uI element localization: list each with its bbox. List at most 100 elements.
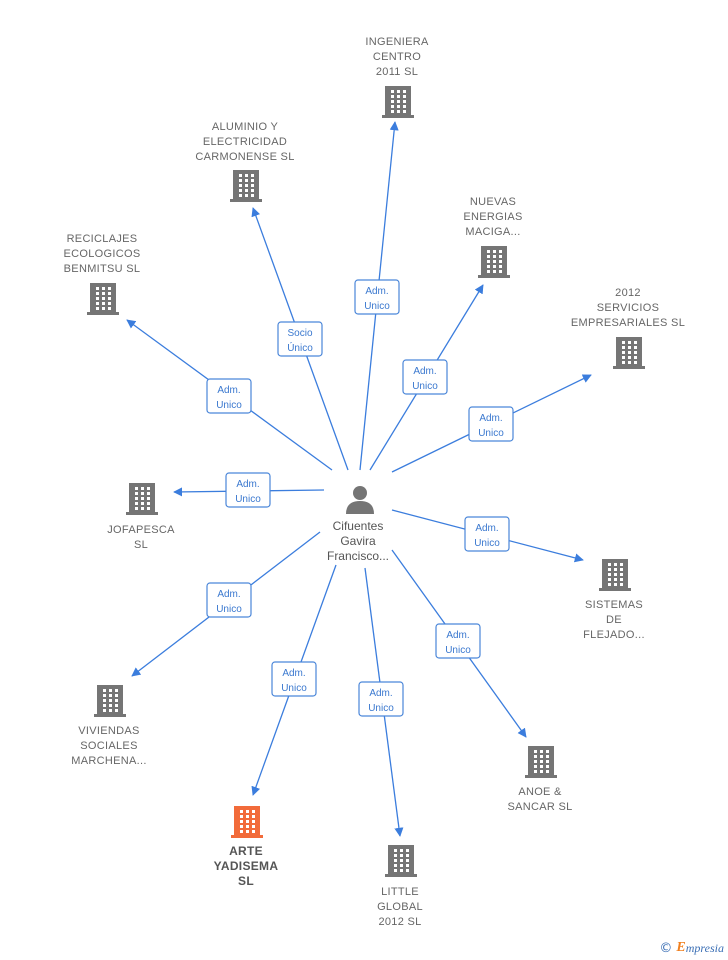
- building-icon[interactable]: [230, 170, 262, 202]
- company-label-little: LITTLE GLOBAL 2012 SL: [377, 886, 423, 928]
- relation-text: Adm. Unico: [364, 286, 390, 312]
- company-label-servicios2012-line: EMPRESARIALES SL: [571, 317, 685, 329]
- relation-label-servicios2012[interactable]: Adm. Unico: [468, 406, 514, 442]
- relation-text-line: Unico: [445, 645, 471, 656]
- building-icon[interactable]: [94, 685, 126, 717]
- person-label-line: Gavira: [340, 534, 376, 548]
- company-label-arte-line: YADISEMA: [214, 859, 279, 873]
- person-label-line: Francisco...: [327, 549, 389, 563]
- relation-text-line: Unico: [412, 381, 438, 392]
- company-label-viviendas-line: VIVIENDAS: [78, 725, 139, 737]
- relation-text-line: Unico: [474, 538, 500, 549]
- relation-label-jofapesca[interactable]: Adm. Unico: [225, 472, 271, 508]
- relation-text: Adm. Unico: [368, 688, 394, 714]
- relation-label-nuevas[interactable]: Adm. Unico: [402, 359, 448, 395]
- company-label-arte-line: SL: [238, 874, 254, 888]
- building-icon[interactable]: [87, 283, 119, 315]
- relation-text-line: Adm.: [413, 366, 436, 377]
- relation-text: Adm. Unico: [281, 668, 307, 694]
- relation-text-line: Adm.: [217, 385, 240, 396]
- company-label-reciclajes-line: RECICLAJES: [67, 233, 138, 245]
- relation-text-line: Adm.: [282, 668, 305, 679]
- relation-text-line: Unico: [368, 703, 394, 714]
- building-icon[interactable]: [231, 806, 263, 838]
- relation-text-line: Adm.: [365, 286, 388, 297]
- relation-text-line: Adm.: [479, 413, 502, 424]
- company-label-ingeniera-line: 2011 SL: [376, 66, 418, 78]
- relation-text-line: Adm.: [475, 523, 498, 534]
- brand-logo-text: mpresia: [685, 940, 724, 955]
- relation-label-arte[interactable]: Adm. Unico: [271, 661, 317, 697]
- relation-text-line: Unico: [235, 494, 261, 505]
- company-label-anoe: ANOE & SANCAR SL: [507, 786, 572, 813]
- company-label-little-line: GLOBAL: [377, 901, 423, 913]
- company-label-jofapesca-line: JOFAPESCA: [107, 524, 175, 536]
- brand-logo-initial: E: [676, 940, 686, 955]
- company-label-ingeniera-line: CENTRO: [373, 51, 421, 63]
- company-label-anoe-line: SANCAR SL: [507, 801, 572, 813]
- company-label-nuevas-line: NUEVAS: [470, 196, 516, 208]
- relation-text-line: Adm.: [236, 479, 259, 490]
- relation-text: Adm. Unico: [478, 413, 504, 439]
- company-label-anoe-line: ANOE &: [518, 786, 562, 798]
- company-label-sistemas-line: SISTEMAS: [585, 599, 643, 611]
- company-label-servicios2012-line: 2012: [615, 287, 641, 299]
- relation-label-ingeniera[interactable]: Adm. Unico: [354, 279, 400, 315]
- relation-text-line: Unico: [478, 428, 504, 439]
- building-icon[interactable]: [385, 845, 417, 877]
- copyright-icon: ©: [659, 940, 673, 956]
- company-label-little-line: LITTLE: [381, 886, 419, 898]
- relation-text-line: Unico: [216, 400, 242, 411]
- person-icon[interactable]: [346, 486, 374, 514]
- building-icon[interactable]: [599, 559, 631, 591]
- relation-text-line: Unico: [364, 301, 390, 312]
- company-label-little-line: 2012 SL: [378, 916, 421, 928]
- company-label-nuevas-line: MACIGA...: [465, 226, 520, 238]
- relation-label-viviendas[interactable]: Adm. Unico: [206, 582, 252, 618]
- building-icon[interactable]: [613, 337, 645, 369]
- relation-label-sistemas[interactable]: Adm. Unico: [464, 516, 510, 552]
- relation-text-line: Unico: [216, 604, 242, 615]
- company-label-ingeniera-line: INGENIERA: [365, 36, 429, 48]
- company-label-reciclajes-line: ECOLOGICOS: [64, 248, 141, 260]
- company-label-aluminio-line: CARMONENSE SL: [195, 151, 294, 163]
- company-label-arte-line: ARTE: [229, 844, 263, 858]
- relation-label-reciclajes[interactable]: Adm. Unico: [206, 378, 252, 414]
- company-label-viviendas-line: MARCHENA...: [71, 755, 146, 767]
- relation-label-little[interactable]: Adm. Unico: [358, 681, 404, 717]
- relation-text: Adm. Unico: [216, 589, 242, 615]
- company-label-jofapesca-line: SL: [134, 539, 148, 551]
- relation-label-anoe[interactable]: Adm. Unico: [435, 623, 481, 659]
- building-icon[interactable]: [525, 746, 557, 778]
- relation-text: Adm. Unico: [445, 630, 471, 656]
- building-icon[interactable]: [478, 246, 510, 278]
- relation-text-line: Adm.: [217, 589, 240, 600]
- company-label-nuevas: NUEVAS ENERGIAS MACIGA...: [463, 196, 522, 238]
- building-icon[interactable]: [126, 483, 158, 515]
- relation-text-line: Unico: [281, 683, 307, 694]
- relation-text-line: Adm.: [369, 688, 392, 699]
- relation-text-line: Adm.: [446, 630, 469, 641]
- person-label-line: Cifuentes: [333, 519, 384, 533]
- company-label-servicios2012-line: SERVICIOS: [597, 302, 659, 314]
- company-label-viviendas-line: SOCIALES: [80, 740, 137, 752]
- company-label-aluminio-line: ALUMINIO Y: [212, 121, 279, 133]
- brand-footer: © E mpresia: [659, 940, 724, 956]
- relation-text: Adm. Unico: [412, 366, 438, 392]
- company-label-sistemas-line: DE: [606, 614, 622, 626]
- company-label-reciclajes: RECICLAJES ECOLOGICOS BENMITSU SL: [64, 233, 141, 275]
- relation-text-line: Único: [287, 341, 313, 354]
- company-label-nuevas-line: ENERGIAS: [463, 211, 522, 223]
- company-label-ingeniera: INGENIERA CENTRO 2011 SL: [365, 36, 429, 78]
- relation-text-line: Socio: [287, 328, 312, 339]
- relation-text: Adm. Unico: [216, 385, 242, 411]
- building-icon[interactable]: [382, 86, 414, 118]
- company-label-reciclajes-line: BENMITSU SL: [64, 263, 141, 275]
